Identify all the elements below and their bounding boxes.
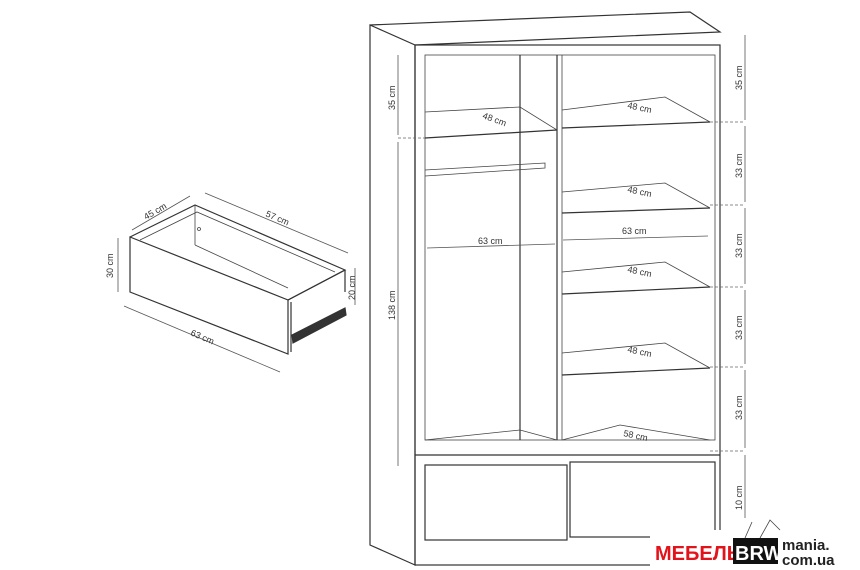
brand-logo: МЕБЕЛЬ BRW mania. com.ua [650,519,860,570]
right-height-label: 35 cm [734,65,744,90]
right-shelf-depth-label: 58 cm [623,428,649,443]
right-height-label: 33 cm [734,153,744,178]
right-shelf-depth-label: 48 cm [627,100,653,115]
wardrobe-drawing: 63 cm 63 cm 48 cm 48 cm 48 cm 48 cm 48 c… [369,11,746,566]
bottom-drawer-right [569,461,716,538]
right-height-label: 10 cm [734,485,744,510]
drawer-front [129,236,289,355]
svg-text:com.ua: com.ua [782,552,835,569]
bottom-drawer-left [424,464,568,541]
right-shelf-depth-label: 48 cm [627,184,653,199]
left-height-label: 35 cm [387,85,397,110]
left-height-label: 138 cm [387,290,397,320]
drawer-runner [291,307,347,344]
right-height-label: 33 cm [734,315,744,340]
drawer-inner-length-label: 57 cm [264,209,290,228]
drawer-drawing: 45 cm 57 cm 30 cm 20 cm 63 cm [105,192,357,373]
drawer-width-label: 63 cm [189,328,215,347]
right-shelf-depth-label: 48 cm [627,264,653,279]
svg-text:МЕБЕЛЬ: МЕБЕЛЬ [655,543,741,565]
svg-text:BRW: BRW [735,543,783,565]
drawer-front-height-label: 30 cm [105,253,115,278]
wardrobe-front [414,44,721,566]
drawer-side-height-label: 20 cm [347,275,357,300]
left-width-label: 63 cm [478,236,503,246]
right-height-label: 33 cm [734,233,744,258]
drawer-depth-label: 45 cm [142,201,168,222]
right-shelf-depth-label: 48 cm [627,344,653,359]
left-shelf-depth-label: 48 cm [481,110,507,128]
chair-icon [744,519,781,539]
right-width-label: 63 cm [622,226,647,236]
right-height-label: 33 cm [734,395,744,420]
svg-text:mania.: mania. [782,537,830,554]
